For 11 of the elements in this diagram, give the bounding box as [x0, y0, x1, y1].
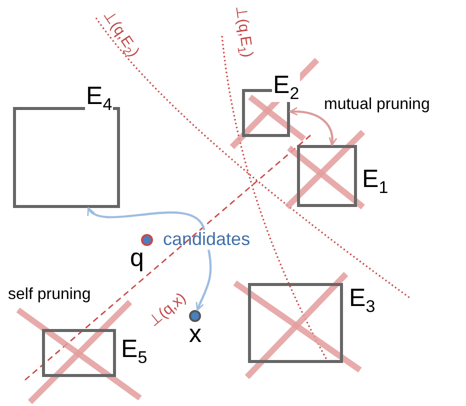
note-text: self pruning: [8, 287, 91, 303]
annotation-text: candidates: [163, 230, 250, 250]
arrow: [196, 250, 212, 311]
arrow: [289, 107, 337, 146]
entry-label: E$_{2}$: [272, 73, 300, 102]
entry-label: E$_{5}$: [120, 337, 148, 366]
arrow: [87, 207, 206, 230]
entry-label: E$_{4}$: [85, 84, 114, 113]
edge-label: mutual pruning: [324, 97, 430, 113]
entry-label: E$_{3}$: [348, 286, 376, 315]
entry-label: E$_{1}$: [361, 167, 390, 196]
